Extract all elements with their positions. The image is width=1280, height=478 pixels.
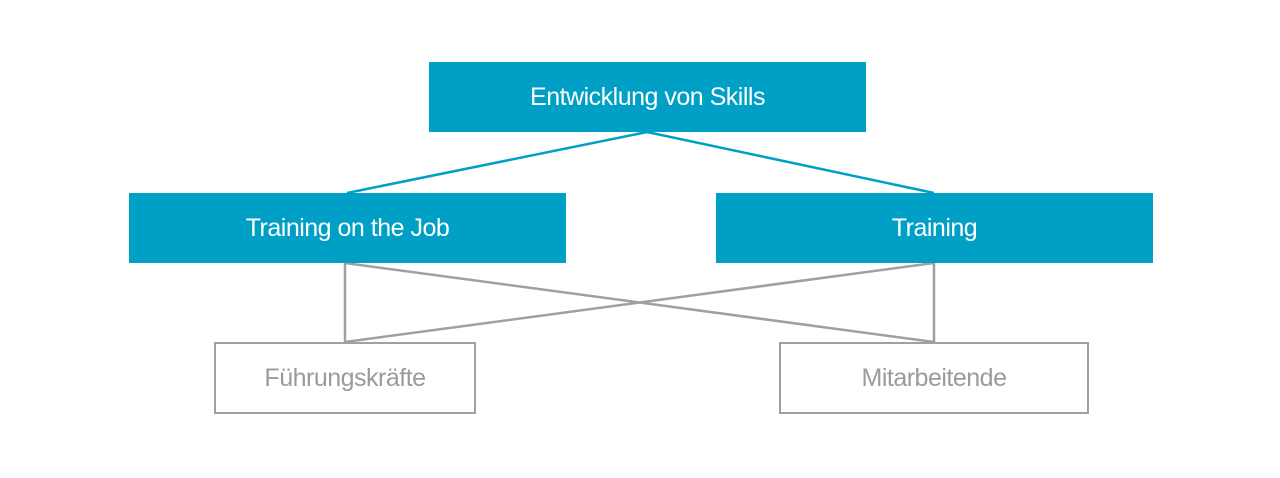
node-label: Training on the Job bbox=[245, 213, 450, 242]
node-label: Führungskräfte bbox=[264, 363, 426, 392]
connector-root-to-training-on-the-job bbox=[346, 130, 648, 195]
node-entwicklung-von-skills: Entwicklung von Skills bbox=[429, 62, 866, 132]
node-label: Mitarbeitende bbox=[861, 363, 1007, 392]
connector-root-to-training bbox=[646, 130, 935, 195]
node-fuehrungskraefte: Führungskräfte bbox=[214, 342, 476, 414]
node-label: Training bbox=[891, 213, 978, 242]
connector-training-to-fuehrungskraefte bbox=[344, 261, 935, 344]
node-training-on-the-job: Training on the Job bbox=[129, 193, 566, 263]
node-label: Entwicklung von Skills bbox=[530, 82, 765, 111]
node-training: Training bbox=[716, 193, 1153, 263]
node-mitarbeitende: Mitarbeitende bbox=[779, 342, 1089, 414]
